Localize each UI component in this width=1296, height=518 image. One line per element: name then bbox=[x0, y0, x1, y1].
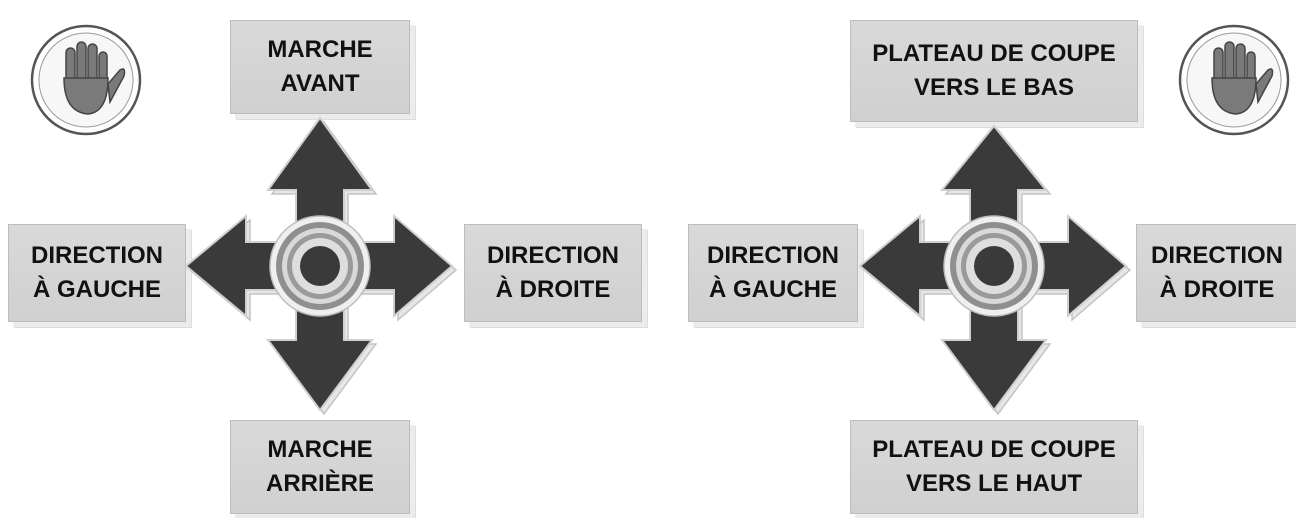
label-steer-left: DIRECTION À GAUCHE bbox=[8, 224, 186, 322]
stop-button[interactable] bbox=[1168, 22, 1296, 138]
label-steer-right: DIRECTION À DROITE bbox=[464, 224, 642, 322]
hand-stop-icon bbox=[1178, 24, 1290, 136]
label-forward: MARCHE AVANT bbox=[230, 20, 410, 114]
label-deck-down: PLATEAU DE COUPE VERS LE BAS bbox=[850, 20, 1138, 122]
joystick-knob[interactable] bbox=[943, 215, 1045, 317]
label-backward: MARCHE ARRIÈRE bbox=[230, 420, 410, 514]
left-joystick-panel: MARCHE AVANT MARCHE ARRIÈRE DIRECTION À … bbox=[8, 20, 642, 514]
hand-stop-icon bbox=[30, 24, 142, 136]
label-steer-right: DIRECTION À DROITE bbox=[1136, 224, 1296, 322]
right-joystick-panel: PLATEAU DE COUPE VERS LE BAS PLATEAU DE … bbox=[648, 0, 1296, 518]
joystick-knob[interactable] bbox=[269, 215, 371, 317]
joystick-arrows bbox=[858, 124, 1132, 416]
joystick-arrows bbox=[184, 116, 458, 416]
label-steer-left: DIRECTION À GAUCHE bbox=[688, 224, 858, 322]
stop-button[interactable] bbox=[20, 22, 156, 138]
label-deck-up: PLATEAU DE COUPE VERS LE HAUT bbox=[850, 420, 1138, 514]
